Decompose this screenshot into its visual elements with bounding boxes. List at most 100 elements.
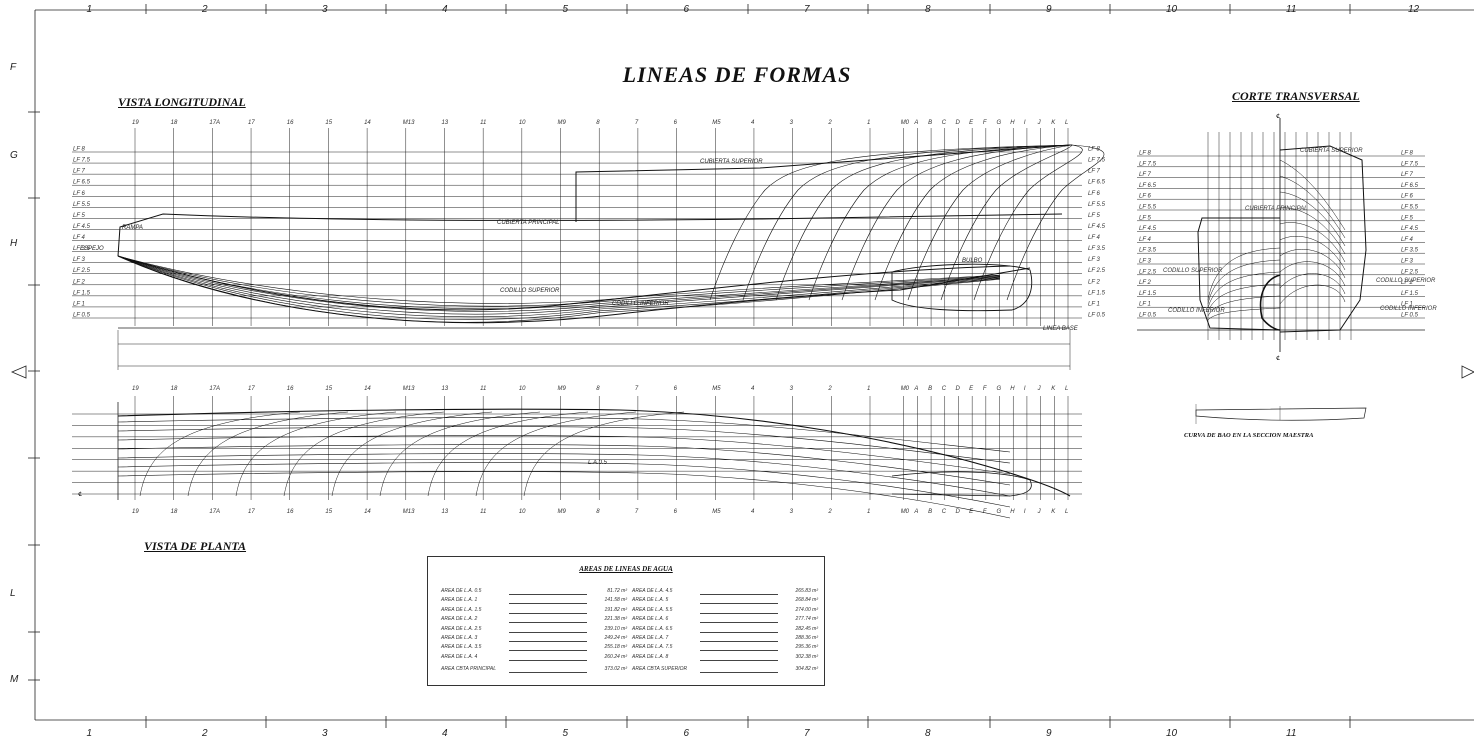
station-label-plan-top: 2: [827, 386, 832, 392]
station-label-plan-bottom: M13: [403, 509, 415, 515]
station-label-top: 18: [171, 120, 178, 126]
area-row-label: AREA DE L.A. 5.5: [632, 606, 673, 613]
waterline-label-right: LF 4: [1088, 235, 1101, 241]
section-wl-label-right: LF 4.5: [1401, 226, 1419, 232]
waterline-label-left: LF 3: [73, 257, 86, 263]
area-row-value: 239.10 m²: [604, 625, 627, 632]
waterline-label-right: LF 5: [1088, 213, 1101, 219]
station-label-plan-top: 1: [867, 386, 870, 392]
station-label-plan-top: 13: [441, 386, 448, 392]
section-plan-curve: [187, 411, 349, 497]
station-label-plan-bottom: 7: [635, 509, 639, 515]
station-label-plan-top: 8: [596, 386, 600, 392]
station-label-top: 2: [827, 120, 832, 126]
upper-deck-line: [575, 144, 1071, 222]
section-centerline-bottom: ℄: [1276, 355, 1280, 362]
fore-section-curve: [1279, 191, 1346, 247]
area-row-value: 255.18 m²: [604, 644, 627, 651]
area-row-label: AREA DE L.A. 4.5: [632, 588, 673, 594]
station-label-plan-bottom: I: [1024, 509, 1026, 515]
station-label-top: E: [969, 120, 974, 126]
area-row-leader: [700, 641, 778, 642]
area-row-value: 265.83 m²: [795, 588, 818, 594]
station-label-plan-bottom: L: [1065, 509, 1068, 515]
waterline-label-right: LF 0.5: [1088, 313, 1106, 319]
station-label-plan-bottom: E: [969, 509, 974, 515]
station-label-plan-bottom: 10: [519, 509, 526, 515]
station-label-plan-top: K: [1051, 386, 1056, 392]
area-row-value: 221.38 m²: [604, 616, 627, 623]
grid-row-label: H: [10, 238, 18, 249]
grid-column-label: 3: [322, 728, 328, 739]
bow-section-curve: [775, 144, 1073, 301]
section-wl-label-right: LF 1: [1401, 302, 1413, 308]
section-wl-label-right: LF 2.5: [1401, 269, 1419, 275]
section-wl-label-right: LF 3: [1401, 259, 1414, 265]
area-row-value: 304.82 m²: [795, 666, 818, 673]
buttock-line: [117, 255, 1001, 310]
section-plan-curve: [475, 411, 637, 497]
camber-curve-caption: CURVA DE BAO EN LA SECCION MAESTRA: [1184, 432, 1314, 439]
section-wl-label-right: LF 5: [1401, 215, 1414, 221]
section-upper-chine-label-right: CODILLO SUPERIOR: [1376, 278, 1436, 284]
section-wl-label-left: LF 3.5: [1139, 248, 1157, 254]
bow-section-curve: [907, 144, 1073, 301]
fore-section-outline: [1279, 145, 1367, 333]
aft-bulb-section: [1259, 274, 1281, 331]
buttock-line: [117, 255, 1001, 312]
section-wl-label-right: LF 2: [1401, 280, 1414, 286]
area-row-right: AREA CBTA SUPERIOR 304.82 m²: [632, 666, 822, 675]
area-row-leader: [509, 631, 587, 633]
grid-row-label: L: [10, 588, 16, 599]
waterline-label-left: LF 4.5: [73, 224, 91, 230]
grid-column-label: 6: [683, 728, 690, 739]
station-label-plan-top: 14: [364, 386, 371, 392]
plan-view-title: VISTA DE PLANTA: [144, 539, 247, 553]
station-label-plan-bottom: 19: [132, 509, 139, 515]
center-arrow-right: [1461, 365, 1474, 379]
area-row-value: 191.82 m²: [604, 606, 627, 613]
waterline-label-left: LF 1.5: [73, 290, 91, 296]
waterline-plan-curve: [117, 471, 1011, 519]
baseline-label: LINEA BASE: [1043, 326, 1079, 332]
area-row-leader: [509, 622, 587, 624]
waterline-label-right: LF 7: [1088, 169, 1101, 175]
area-row-label: AREA CBTA SUPERIOR: [632, 666, 688, 673]
station-label-plan-top: L: [1065, 386, 1068, 392]
drawing-title: LINEAS DE FORMAS: [622, 62, 852, 87]
area-row-label: AREA DE L.A. 4: [441, 653, 478, 660]
waterline-plan-curve: [117, 417, 1011, 453]
buttock-line: [117, 255, 1001, 320]
station-label-plan-top: M9: [558, 386, 567, 392]
station-label-top: F: [983, 120, 987, 126]
grid-column-label: 1: [86, 4, 93, 15]
section-plan-curve: [331, 411, 493, 497]
waterline-label-left: LF 7: [73, 169, 86, 175]
grid-row-label: G: [10, 150, 18, 161]
station-label-plan-top: A: [913, 386, 918, 392]
grid-column-label: 4: [442, 4, 448, 15]
grid-column-label: 1: [86, 728, 93, 739]
section-wl-label-left: LF 7.5: [1139, 161, 1157, 167]
main-deck-line: [117, 213, 1063, 257]
waterline-plan-curve: [117, 444, 1011, 486]
buttock-line: [117, 255, 1001, 304]
waterline-label-left: LF 2: [73, 279, 86, 285]
section-wl-label-right: LF 6.5: [1401, 183, 1419, 189]
section-plan-curve: [283, 411, 445, 497]
station-label-plan-top: D: [955, 386, 960, 392]
buttock-line: [117, 255, 1001, 318]
waterline-label-right: LF 3: [1088, 257, 1101, 263]
plan-centerline-label: ℄: [78, 491, 82, 498]
waterline-label-left: LF 0.5: [73, 313, 91, 319]
grid-column-label: 7: [804, 4, 810, 15]
lower-chine-label: CODILLO INFERIOR: [612, 301, 669, 307]
waterline-label-left: LF 7.5: [73, 158, 91, 164]
grid-column-label: 10: [1166, 4, 1178, 15]
station-label-plan-bottom: M0: [901, 509, 910, 515]
